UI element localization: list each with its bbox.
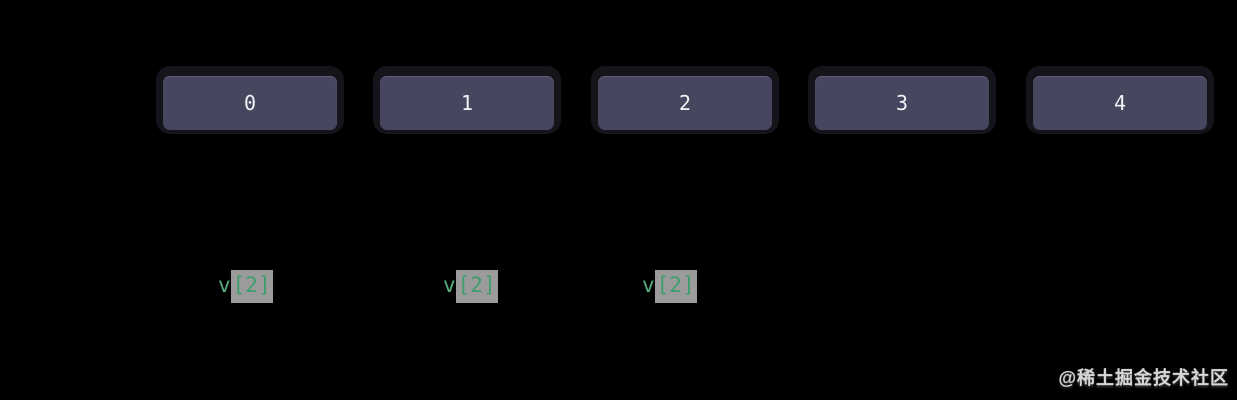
index-accessor-highlight: [2] (230, 270, 273, 303)
array-cell-4: 4 (1033, 76, 1207, 130)
index-accessor-highlight: [2] (654, 270, 697, 303)
array-cell-index: 2 (678, 91, 692, 115)
array-cell-index: 4 (1113, 91, 1127, 115)
juejin-watermark: @稀土掘金技术社区 (1058, 368, 1229, 388)
variable-name: v (443, 273, 456, 297)
array-cell-1: 1 (380, 76, 554, 130)
array-cell-3: 3 (815, 76, 989, 130)
array-cell-index: 1 (460, 91, 474, 115)
array-access-label-0: v[2] (218, 270, 273, 303)
array-access-label-1: v[2] (443, 270, 498, 303)
array-access-label-2: v[2] (642, 270, 697, 303)
variable-name: v (218, 273, 231, 297)
array-cell-2: 2 (598, 76, 772, 130)
array-cell-0: 0 (163, 76, 337, 130)
index-accessor-highlight: [2] (455, 270, 498, 303)
array-cell-index: 3 (895, 91, 909, 115)
array-cell-index: 0 (243, 91, 257, 115)
variable-name: v (642, 273, 655, 297)
